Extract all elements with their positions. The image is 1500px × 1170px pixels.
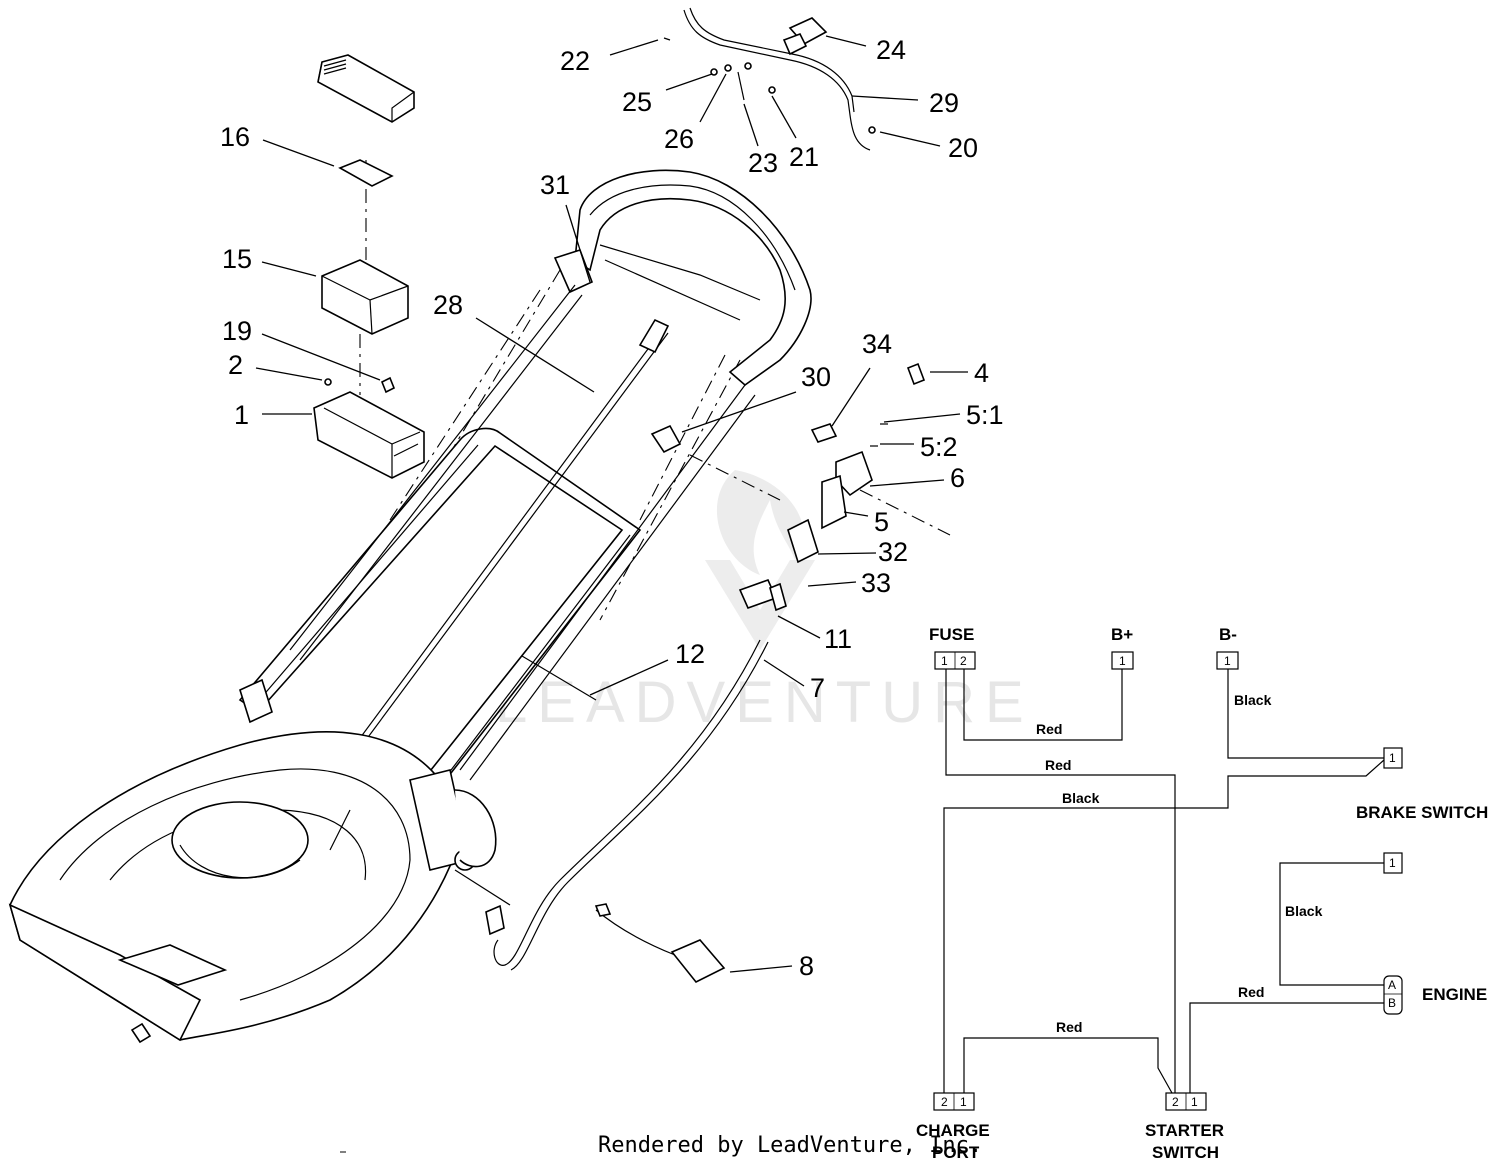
charge-pin-1: 1 xyxy=(960,1095,967,1109)
callout-22: 22 xyxy=(560,46,590,76)
charger xyxy=(594,903,726,984)
engine-pin-a: A xyxy=(1388,978,1396,992)
wiring-schematic: FUSE B+ B- BRAKE SWITCH ENGINE CHARGE PO… xyxy=(916,625,1488,1162)
battery xyxy=(321,259,409,335)
leader-lines xyxy=(255,35,968,973)
cable-clip xyxy=(650,424,682,454)
battery-cover xyxy=(317,54,415,123)
starter-pin-1: 1 xyxy=(1191,1095,1198,1109)
wire-label-red-2: Red xyxy=(1045,757,1071,773)
callout-numbers: 1 2 4 5 5:1 5:2 6 7 8 11 12 15 16 19 20 … xyxy=(220,35,1004,981)
assembly-guides xyxy=(359,160,951,621)
label-fuse: FUSE xyxy=(929,625,974,644)
wire-label-red-4: Red xyxy=(1056,1019,1082,1035)
label-b-minus: B- xyxy=(1219,625,1237,644)
wire-label-black-1: Black xyxy=(1234,692,1272,708)
credit-text: Rendered by LeadVenture, Inc. xyxy=(598,1133,982,1158)
label-charge: CHARGE xyxy=(916,1121,990,1140)
upper-handle-grip xyxy=(553,169,812,387)
label-b-plus: B+ xyxy=(1111,625,1133,644)
callout-30: 30 xyxy=(801,362,831,392)
wire-red-engine-starter xyxy=(1189,1002,1384,1093)
switch-housing xyxy=(738,362,926,612)
wire-black-brake-charge xyxy=(943,759,1385,1093)
callout-25: 25 xyxy=(622,87,652,117)
charge-pin-2: 2 xyxy=(941,1095,948,1109)
tray-screw xyxy=(324,378,332,386)
callout-7: 7 xyxy=(810,673,825,703)
wire-label-black-3: Black xyxy=(1285,903,1323,919)
callout-19: 19 xyxy=(222,316,252,346)
lower-handle xyxy=(238,427,642,802)
watermark: LEADVENTURE xyxy=(495,470,1034,735)
battery-tray xyxy=(313,391,425,479)
starter-pin-2: 2 xyxy=(1172,1095,1179,1109)
wire-label-black-2: Black xyxy=(1062,790,1100,806)
callout-12: 12 xyxy=(675,639,705,669)
callout-6: 6 xyxy=(950,463,965,493)
callout-33: 33 xyxy=(861,568,891,598)
wire-red-fuse-starter xyxy=(945,669,1176,1093)
engine-connector xyxy=(1383,975,1403,1015)
watermark-text: LEADVENTURE xyxy=(495,670,1034,735)
engine-top-pin-1: 1 xyxy=(1389,856,1396,870)
watermark-flame-icon xyxy=(716,470,804,575)
label-switch: SWITCH xyxy=(1152,1143,1219,1162)
callout-26: 26 xyxy=(664,124,694,154)
callout-32: 32 xyxy=(878,537,908,567)
wire-label-red-1: Red xyxy=(1036,721,1062,737)
battery-pad xyxy=(338,159,394,187)
callout-29: 29 xyxy=(929,88,959,118)
wire-red-charge-starter xyxy=(963,1037,1173,1094)
callout-8: 8 xyxy=(799,951,814,981)
callout-16: 16 xyxy=(220,122,250,152)
wire-black-bminus-brake xyxy=(1227,669,1384,759)
handle-tubes xyxy=(289,284,756,781)
callout-31: 31 xyxy=(540,170,570,200)
callout-1: 1 xyxy=(234,400,249,430)
wire-harness xyxy=(493,639,769,971)
b-minus-pin-1: 1 xyxy=(1224,654,1231,668)
callout-15: 15 xyxy=(222,244,252,274)
callout-5: 5 xyxy=(874,507,889,537)
mower-deck xyxy=(8,678,505,1044)
callout-24: 24 xyxy=(876,35,906,65)
callout-5-2: 5:2 xyxy=(920,432,958,462)
label-brake-switch: BRAKE SWITCH xyxy=(1356,803,1488,822)
fuse-pin-2: 2 xyxy=(960,654,967,668)
brake-pin-1: 1 xyxy=(1389,751,1396,765)
wire-black-engine xyxy=(1279,862,1384,986)
label-port: PORT xyxy=(932,1143,980,1162)
callout-34: 34 xyxy=(862,329,892,359)
label-engine: ENGINE xyxy=(1422,985,1487,1004)
callout-23: 23 xyxy=(748,148,778,178)
callout-20: 20 xyxy=(948,133,978,163)
b-plus-pin-1: 1 xyxy=(1119,654,1126,668)
wire-label-red-3: Red xyxy=(1238,984,1264,1000)
axle-rod xyxy=(454,655,597,906)
callout-21: 21 xyxy=(789,142,819,172)
callout-2: 2 xyxy=(228,350,243,380)
watermark-v-icon xyxy=(705,560,815,650)
callout-5-1: 5:1 xyxy=(966,400,1004,430)
callout-11: 11 xyxy=(824,624,852,654)
bail-bar xyxy=(663,7,876,151)
callout-4: 4 xyxy=(974,358,989,388)
engine-pin-b: B xyxy=(1388,996,1396,1010)
wire-red-fuse-bplus xyxy=(963,669,1123,741)
label-starter: STARTER xyxy=(1145,1121,1224,1140)
callout-28: 28 xyxy=(433,290,463,320)
battery-clip xyxy=(380,376,396,394)
fuse-pin-1: 1 xyxy=(941,654,948,668)
